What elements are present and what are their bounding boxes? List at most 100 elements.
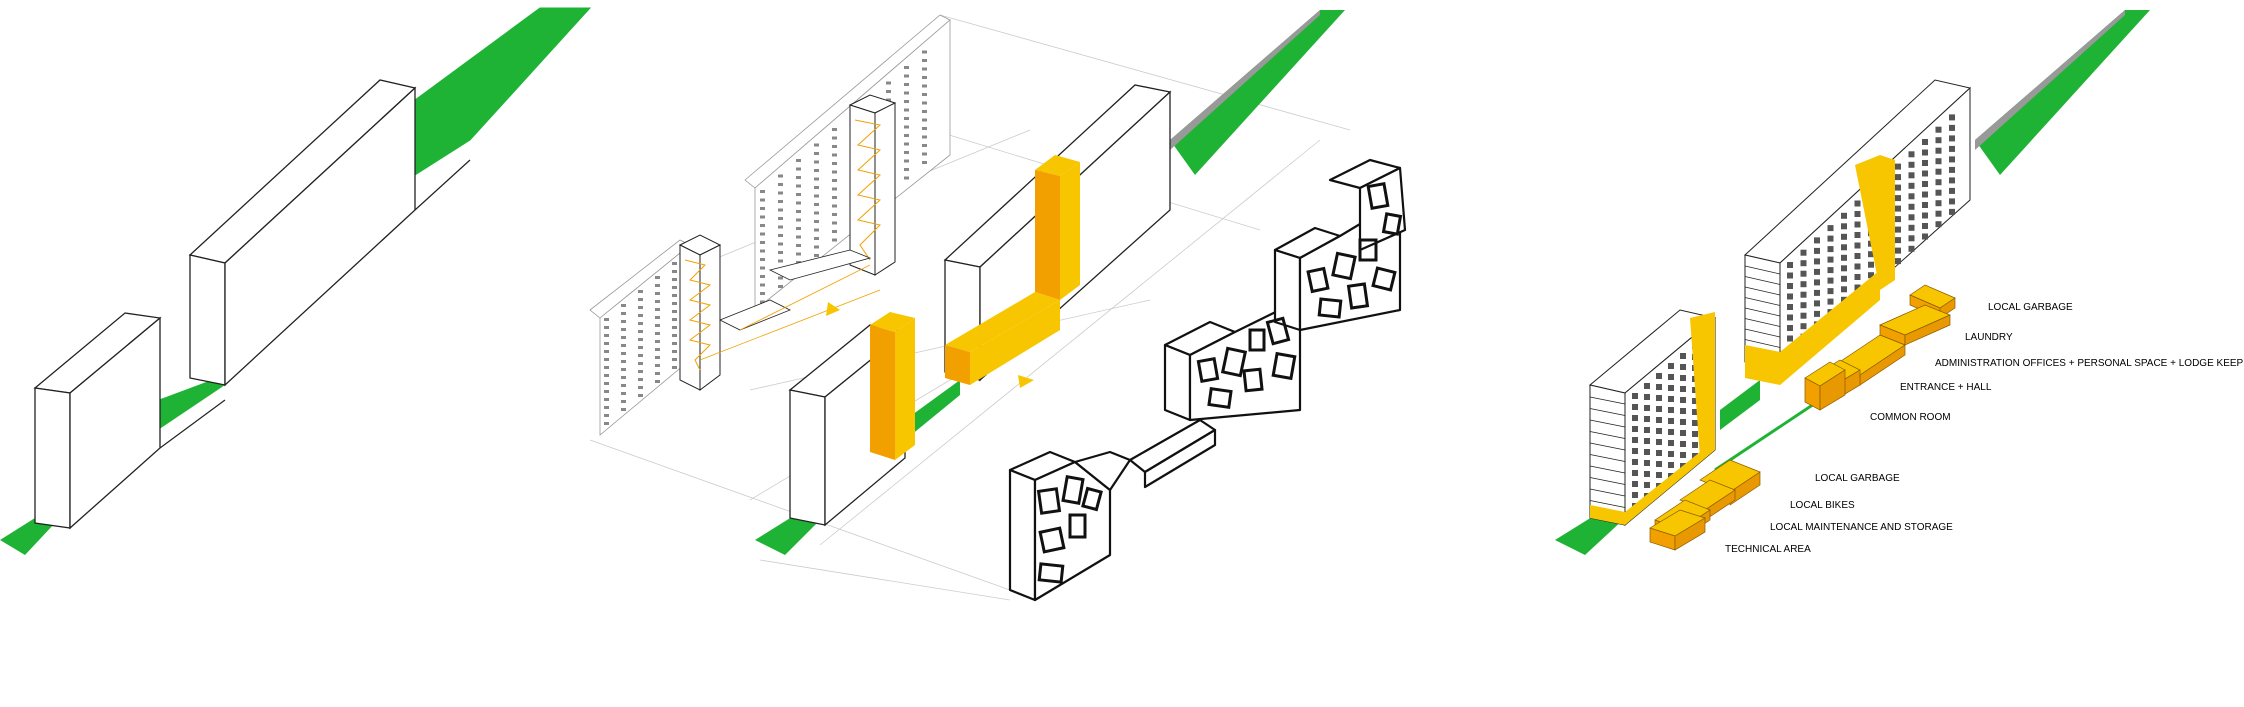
window-mark: [638, 306, 643, 309]
window-mark: [672, 342, 677, 345]
window-mark: [760, 224, 765, 227]
window-mark: [604, 350, 609, 353]
window-mark: [672, 326, 677, 329]
window-mark: [1656, 428, 1662, 434]
window-mark: [796, 244, 801, 247]
window-mark: [1787, 262, 1793, 268]
labels-lower: LOCAL GARBAGE LOCAL BIKES LOCAL MAINTENA…: [1725, 473, 1953, 555]
window-mark: [1668, 429, 1674, 435]
window-mark: [760, 258, 765, 261]
tower-right: [1743, 79, 1972, 385]
window-mark: [1854, 221, 1861, 228]
green-strip-far-3-edge: [1975, 10, 2125, 150]
window-mark: [1800, 291, 1807, 298]
window-mark: [922, 144, 927, 147]
label-entrance-hall: ENTRANCE + HALL: [1900, 382, 1992, 393]
window-mark: [904, 117, 909, 120]
facade-grid-front: [589, 239, 691, 436]
window-mark: [1949, 135, 1955, 142]
window-mark: [621, 328, 626, 331]
window-mark: [621, 352, 626, 355]
window-mark: [904, 125, 909, 129]
window-mark: [832, 153, 837, 157]
window-mark: [655, 380, 660, 383]
window-mark: [638, 378, 643, 381]
window-mark: [1814, 300, 1820, 307]
window-mark: [760, 232, 765, 236]
green-strip-far-2-edge: [1170, 10, 1320, 150]
window-mark: [1644, 394, 1650, 400]
window-mark: [1841, 212, 1847, 219]
window-mark: [1814, 268, 1820, 275]
window-mark: [638, 354, 643, 357]
label-local-bikes: LOCAL BIKES: [1790, 500, 1855, 511]
window-mark: [1922, 160, 1928, 166]
window-mark: [904, 108, 909, 112]
window-mark: [1949, 124, 1955, 131]
window-mark: [1854, 263, 1861, 270]
window-mark: [778, 191, 783, 195]
window-mark: [832, 145, 837, 148]
window-mark: [672, 270, 677, 273]
window-mark: [922, 118, 927, 122]
window-mark: [1895, 184, 1901, 191]
panel-programme: LOCAL GARBAGE LAUNDRY ADMINISTRATION OFF…: [1555, 10, 2244, 555]
window-mark: [1922, 202, 1928, 208]
window-mark: [1949, 156, 1955, 163]
window-mark: [655, 284, 660, 287]
floor-line: [1589, 396, 1626, 405]
window-mark: [1895, 258, 1901, 265]
facade-grid-back: [744, 14, 951, 311]
window-mark: [1632, 459, 1638, 465]
window-mark: [1935, 200, 1942, 207]
window-mark: [814, 160, 819, 164]
window-mark: [638, 370, 643, 373]
label-local-garbage-upper: LOCAL GARBAGE: [1988, 302, 2073, 313]
window-mark: [1692, 398, 1698, 404]
circulation-core-left: [678, 234, 722, 391]
window-mark: [638, 346, 643, 349]
window-mark: [778, 242, 783, 246]
floor-line: [1744, 318, 1781, 327]
window-mark: [655, 300, 660, 303]
window-mark: [655, 356, 660, 359]
window-mark: [778, 285, 783, 288]
window-mark: [760, 300, 765, 304]
window-mark: [1949, 166, 1955, 173]
window-mark: [655, 292, 660, 295]
window-mark: [604, 398, 609, 401]
window-mark: [1949, 177, 1955, 184]
window-mark: [604, 414, 609, 417]
window-mark: [886, 90, 891, 93]
window-mark: [672, 358, 677, 361]
window-mark: [1814, 279, 1820, 286]
window-mark: [1814, 258, 1820, 265]
window-mark: [1656, 384, 1662, 390]
window-mark: [1935, 221, 1942, 228]
window-mark: [1632, 470, 1638, 476]
window-mark: [760, 215, 765, 219]
window-mark: [604, 342, 609, 345]
window-mark: [1814, 310, 1820, 317]
green-strip-mid-3: [1720, 380, 1760, 430]
window-mark: [922, 67, 927, 71]
label-laundry: LAUNDRY: [1965, 332, 2013, 343]
window-mark: [1668, 451, 1674, 457]
window-mark: [1854, 274, 1861, 280]
window-mark: [760, 207, 765, 210]
arrow-marker-upper: [826, 302, 840, 316]
window-mark: [1949, 145, 1955, 152]
label-maintenance-storage: LOCAL MAINTENANCE AND STORAGE: [1770, 522, 1953, 533]
window-mark: [1668, 374, 1674, 380]
window-mark: [904, 100, 909, 103]
program-box-lower-bikes: [1679, 479, 1736, 521]
window-mark: [922, 76, 927, 79]
window-mark: [1644, 427, 1650, 433]
window-mark: [778, 234, 783, 237]
window-mark: [621, 320, 626, 323]
window-mark: [1632, 448, 1638, 454]
window-mark: [621, 400, 626, 403]
window-mark: [1668, 363, 1674, 369]
window-mark: [922, 101, 927, 105]
